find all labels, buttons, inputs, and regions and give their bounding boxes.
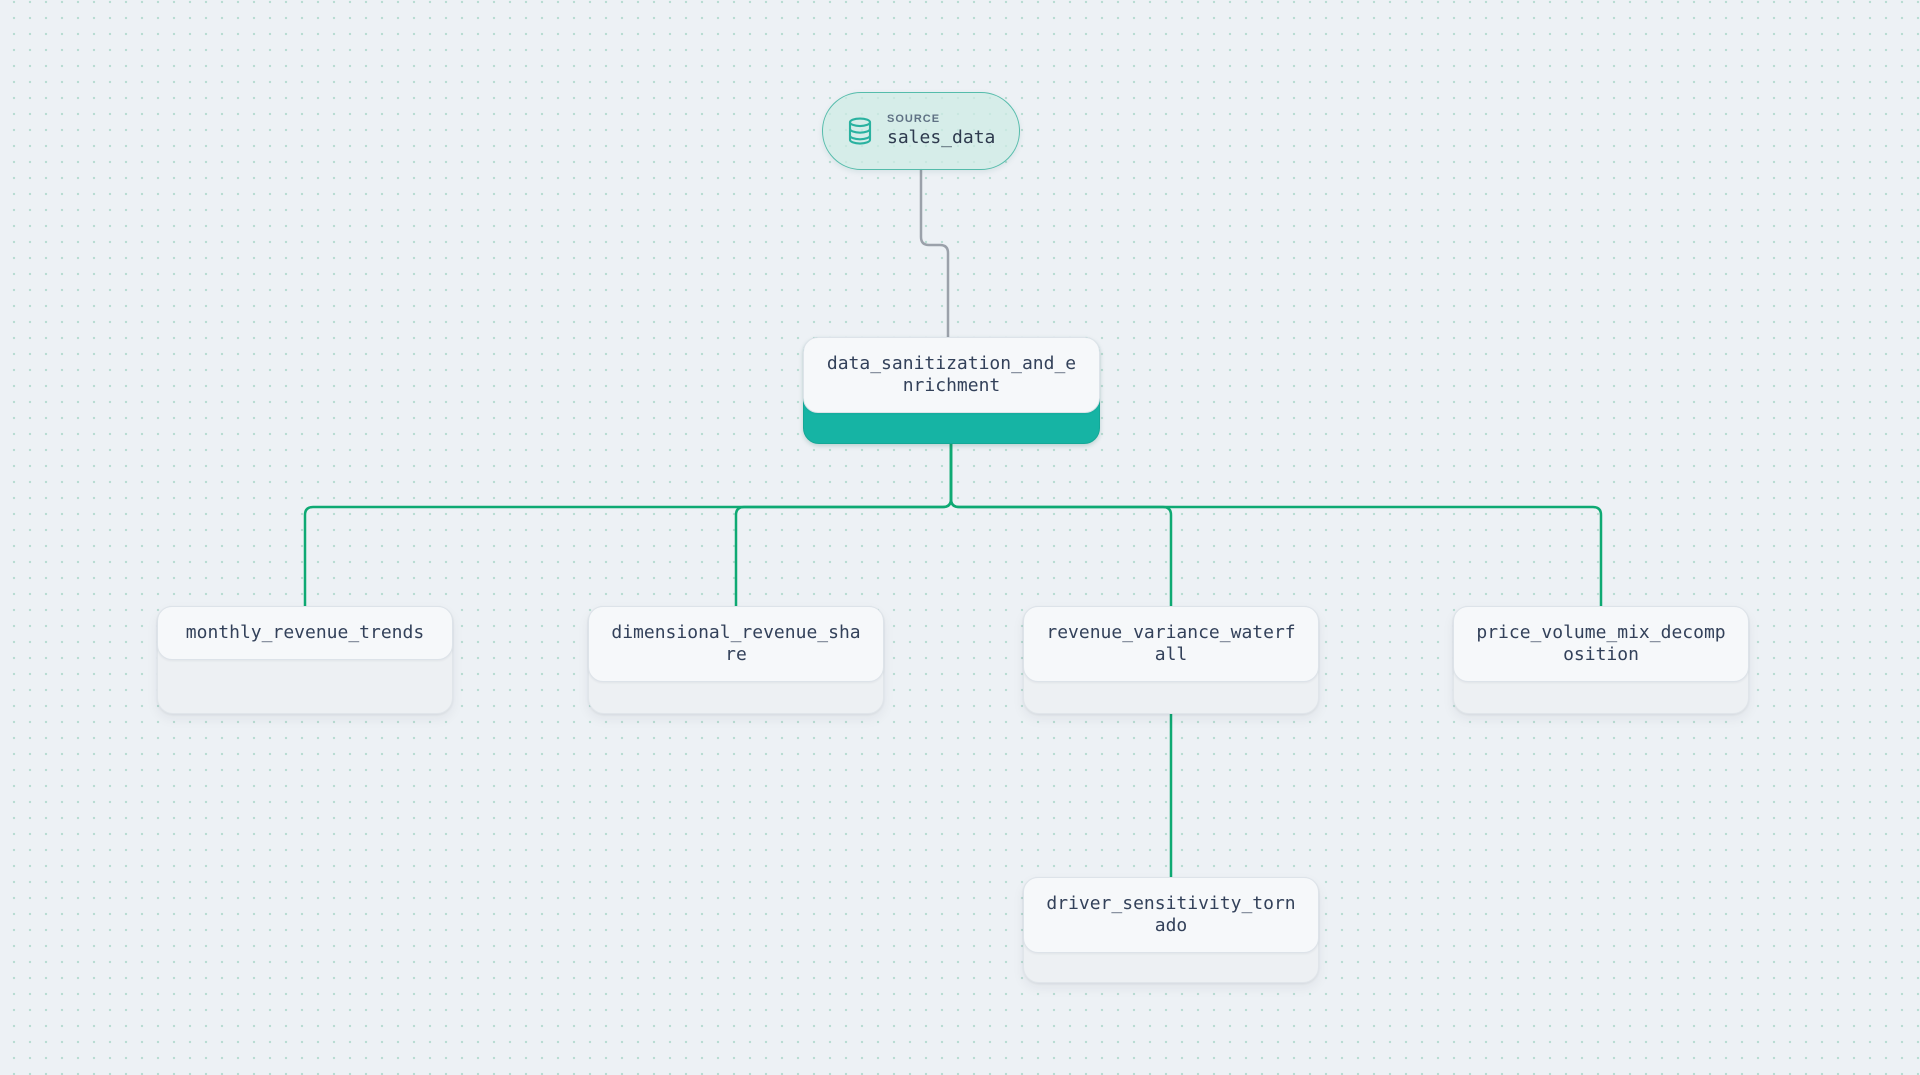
node-monthly-revenue-trends[interactable]: monthly_revenue_trends	[157, 606, 453, 714]
node-source-sales-data[interactable]: SOURCE sales_data	[822, 92, 1020, 170]
database-icon	[845, 115, 875, 147]
node-title: price_volume_mix_decomposition	[1476, 622, 1726, 665]
node-title: revenue_variance_waterfall	[1046, 622, 1296, 665]
edge-transform-to-monthly-revenue-trends	[303, 442, 953, 609]
edge-transform-to-price-volume-mix-decomposition	[949, 442, 1603, 609]
source-node-title: sales_data	[887, 127, 996, 149]
edge-transform-to-revenue-variance-waterfall	[949, 442, 1173, 609]
node-label-panel: driver_sensitivity_tornado	[1023, 877, 1319, 953]
node-price-volume-mix-decomposition[interactable]: price_volume_mix_decomposition	[1453, 606, 1749, 714]
node-label-panel: dimensional_revenue_share	[588, 606, 884, 682]
node-label-panel: revenue_variance_waterfall	[1023, 606, 1319, 682]
edge-source-to-transform	[919, 168, 950, 340]
node-title: driver_sensitivity_tornado	[1046, 893, 1296, 936]
node-data-sanitization-and-enrichment[interactable]: data_sanitization_and_enrichment	[803, 337, 1100, 444]
node-label-panel: monthly_revenue_trends	[157, 606, 453, 660]
node-revenue-variance-waterfall[interactable]: revenue_variance_waterfall	[1023, 606, 1319, 714]
source-type-label: SOURCE	[887, 112, 941, 125]
node-title: data_sanitization_and_enrichment	[826, 353, 1077, 396]
node-dimensional-revenue-share[interactable]: dimensional_revenue_share	[588, 606, 884, 714]
node-title: dimensional_revenue_share	[611, 622, 861, 665]
node-title: monthly_revenue_trends	[185, 622, 425, 643]
edge-transform-to-dimensional-revenue-share	[734, 442, 953, 609]
node-label-panel: price_volume_mix_decomposition	[1453, 606, 1749, 682]
node-label-panel: data_sanitization_and_enrichment	[803, 337, 1100, 413]
node-driver-sensitivity-tornado[interactable]: driver_sensitivity_tornado	[1023, 877, 1319, 983]
